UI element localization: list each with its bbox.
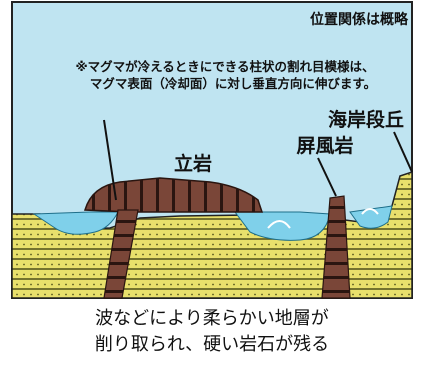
water-pool-right — [349, 205, 393, 229]
kaigan-dankyu-pointer — [393, 131, 413, 173]
wave-curl-1 — [267, 220, 291, 229]
caption-line-1: 波などにより柔らかい地層が — [95, 308, 329, 329]
wave-curl-2 — [361, 208, 379, 215]
label-byobuiwa: 屏風岩 — [296, 134, 353, 157]
note-line-1: ※マグマが冷えるときにできる柱状の割れ目模様は、 — [75, 59, 374, 74]
corner-note: 位置関係は概略 — [310, 11, 409, 28]
byobuiwa-pointer — [317, 157, 337, 197]
caption: 波などにより柔らかい地層が 削り取られ、硬い岩石が残る — [12, 302, 412, 362]
note-line-2: マグマ表面（冷却面）に対し垂直方向に伸びます。 — [90, 76, 376, 91]
tategan-rock — [84, 177, 264, 213]
label-tategan: 立岩 — [174, 152, 212, 175]
caption-line-2: 削り取られ、硬い岩石が残る — [94, 334, 330, 355]
tategan-pointer — [103, 119, 117, 201]
corner-note-box — [312, 6, 410, 28]
byobuiwa-rock — [321, 195, 351, 299]
label-kaigan-dankyu: 海岸段丘 — [328, 108, 404, 131]
tategan-dike — [103, 209, 139, 299]
water-pool-left — [32, 211, 119, 235]
